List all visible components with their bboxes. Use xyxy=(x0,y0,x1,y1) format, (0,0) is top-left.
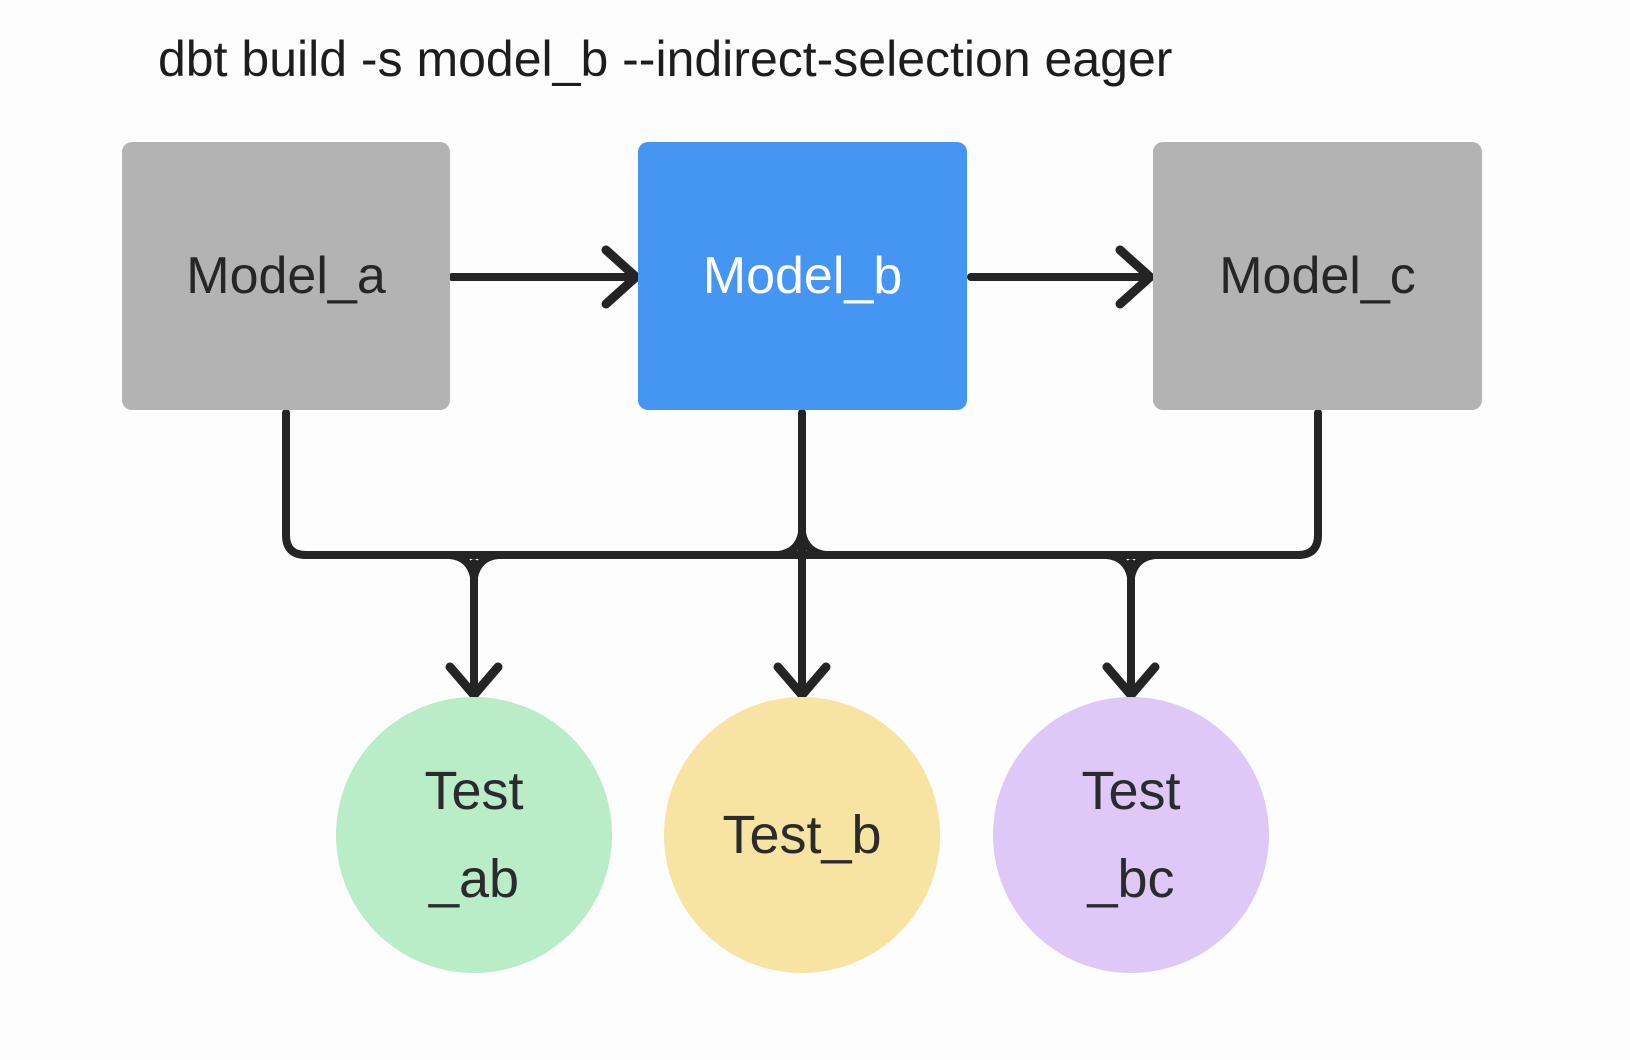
arrowhead-model-b-icon xyxy=(601,245,641,309)
test-bc-label-line1: Test xyxy=(1081,761,1181,821)
arrowhead-test-ab-icon xyxy=(445,662,503,700)
edge-fillet-bc-left xyxy=(1103,551,1135,581)
test-ab-label-line2: _ab xyxy=(428,849,520,909)
model-c-node: Model_c xyxy=(1153,142,1482,410)
test-b-node: Test_b xyxy=(664,697,940,973)
edge-fillet-center-left xyxy=(774,529,806,559)
test-bc-node: Test _bc xyxy=(993,697,1269,973)
test-ab-node: Test _ab xyxy=(336,697,612,973)
test-bc-label-line2: _bc xyxy=(1087,849,1175,909)
model-b-label: Model_b xyxy=(702,247,903,305)
model-c-label: Model_c xyxy=(1219,247,1416,305)
arrowhead-test-b-icon xyxy=(773,662,831,700)
model-b-node: Model_b xyxy=(638,142,967,410)
test-ab-label-line1: Test xyxy=(424,761,524,821)
diagram-title: dbt build -s model_b --indirect-selectio… xyxy=(158,31,1173,87)
edge-fillet-ab-right xyxy=(470,551,502,581)
edge-fillet-ab-left xyxy=(446,551,478,581)
test-b-label: Test_b xyxy=(722,805,882,865)
edge-fillet-bc-right xyxy=(1127,551,1159,581)
edge-fan-rail xyxy=(282,409,1322,559)
model-a-label: Model_a xyxy=(186,247,386,305)
edge-fillet-center-right xyxy=(798,529,830,559)
arrowhead-model-c-icon xyxy=(1115,245,1155,309)
model-a-node: Model_a xyxy=(122,142,450,410)
arrowhead-test-bc-icon xyxy=(1102,662,1160,700)
